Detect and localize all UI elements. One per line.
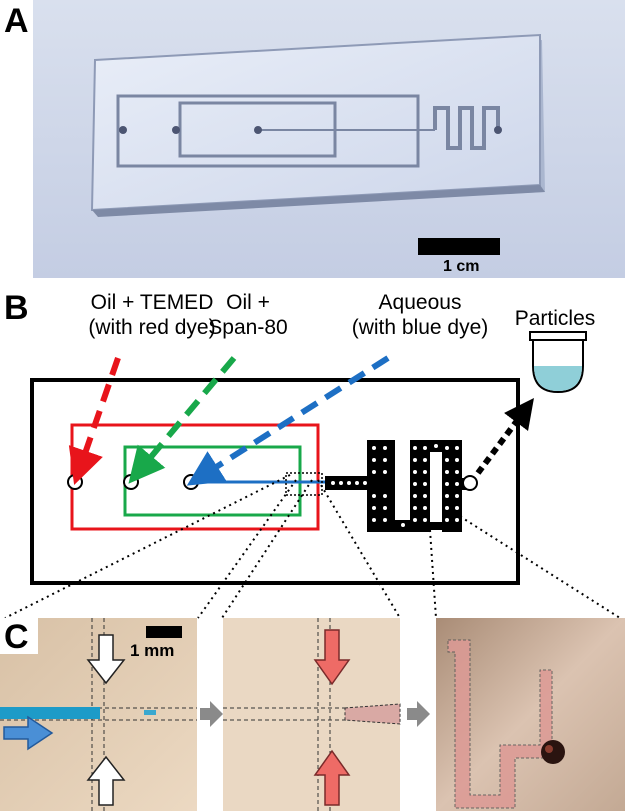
red-arrow [68,357,121,486]
label-aqueous-line1: Aqueous [378,291,462,314]
micrograph-1 [0,618,197,811]
micrograph-3 [436,618,625,811]
device-photo [33,0,625,278]
label-oil-span-line1: Oil + [226,291,270,314]
scale-bar-label-cm: 1 cm [443,258,480,275]
outlet-particles [462,475,478,491]
green-arrow [128,356,237,484]
label-oil-span-line2: Span-80 [208,316,288,340]
panel-c-letter: C [4,618,29,656]
device-outline [30,378,520,585]
gray-arrow-1 [200,701,223,727]
label-oil-span: Oil + Span-80 [198,290,298,340]
serpentine-channel [325,440,470,532]
label-aqueous-line2: (with blue dye) [351,316,489,340]
label-oil-temed: Oil + TEMED (with red dye) [62,290,242,340]
panel-a-letter: A [4,2,29,40]
micrograph-2 [223,618,401,811]
particles-arrow [475,397,534,475]
label-oil-temed-line2: (with red dye) [88,316,216,340]
gray-arrow-2 [407,701,430,727]
label-particles: Particles [514,307,596,330]
label-oil-temed-line1: Oil + TEMED [90,291,214,314]
panel-b-letter: B [4,289,29,327]
blue-arrow [186,355,390,486]
label-aqueous: Aqueous (with blue dye) [335,290,505,340]
tube-icon [529,331,587,394]
scale-bar-label-mm: 1 mm [130,641,175,660]
